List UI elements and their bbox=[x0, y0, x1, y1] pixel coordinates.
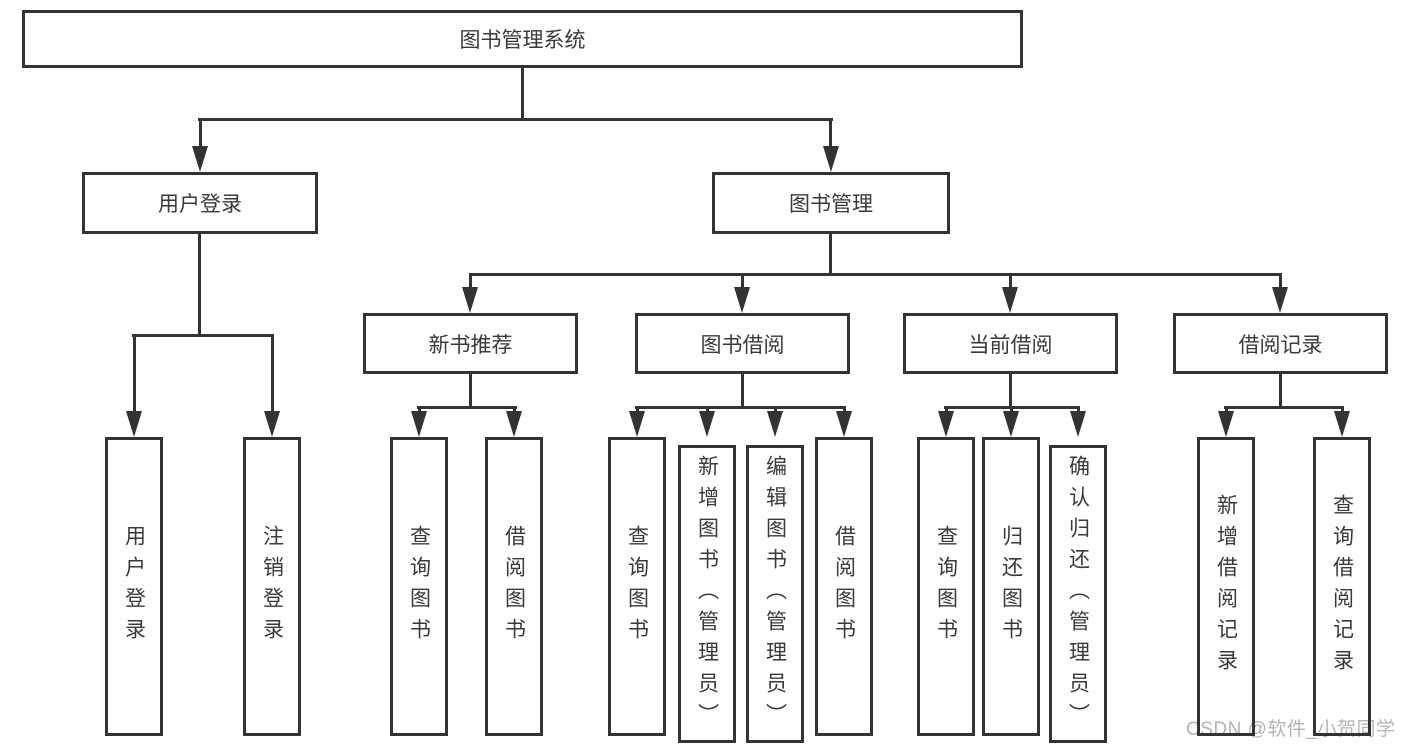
node-book-management: 图书管理 bbox=[712, 172, 950, 234]
node-label: 新书推荐 bbox=[428, 333, 513, 357]
node-label: 图书管理 bbox=[789, 193, 873, 216]
connector-drop bbox=[1077, 406, 1080, 413]
connector-root-rail bbox=[198, 118, 833, 121]
node-label: 图书管理系统 bbox=[459, 29, 586, 52]
leaf-add-books-admin: 新增图书（管理员） bbox=[678, 445, 736, 743]
arrowhead-down bbox=[734, 287, 750, 313]
arrowhead-down bbox=[1272, 287, 1288, 313]
connector-drop bbox=[418, 406, 421, 413]
connector-stem bbox=[1009, 374, 1012, 408]
connector-userlogin-rail bbox=[132, 334, 274, 337]
node-label: 图书借阅 bbox=[700, 333, 785, 357]
arrowhead-down bbox=[938, 411, 954, 437]
leaf-add-borrow-record: 新增借阅记录 bbox=[1197, 437, 1255, 736]
arrowhead-down bbox=[192, 146, 208, 172]
node-book-borrowing: 图书借阅 bbox=[635, 313, 850, 374]
connector-drop bbox=[1010, 406, 1013, 413]
node-label: 借阅记录 bbox=[1238, 333, 1323, 357]
connector-rail bbox=[417, 406, 517, 409]
connector-rail bbox=[635, 406, 846, 409]
node-library-management-system: 图书管理系统 bbox=[22, 10, 1023, 68]
arrowhead-down bbox=[506, 411, 522, 437]
connector-drop bbox=[469, 273, 472, 289]
connector-userlogin-stem bbox=[198, 234, 201, 337]
arrowhead-down bbox=[1070, 411, 1086, 437]
arrowhead-down bbox=[1334, 411, 1350, 437]
connector-drop bbox=[843, 406, 846, 413]
connector-drop bbox=[1341, 406, 1344, 413]
csdn-watermark: CSDN @软件_小贺同学 bbox=[1186, 719, 1396, 740]
node-label: 借阅图书 bbox=[502, 524, 526, 649]
connector-drop bbox=[829, 118, 832, 148]
arrowhead-down bbox=[1218, 411, 1234, 437]
leaf-borrow-books: 借阅图书 bbox=[815, 437, 873, 736]
leaf-query-books-borrowing: 查询图书 bbox=[608, 437, 666, 736]
node-label: 用户登录 bbox=[158, 193, 242, 216]
arrowhead-down bbox=[264, 411, 280, 437]
connector-bookmgmt-stem bbox=[829, 234, 832, 276]
node-borrowing-records: 借阅记录 bbox=[1173, 313, 1388, 374]
node-label: 确认归还（管理员） bbox=[1066, 454, 1090, 734]
connector-drop bbox=[1009, 273, 1012, 289]
leaf-borrow-books-recommend: 借阅图书 bbox=[485, 437, 543, 736]
leaf-return-books: 归还图书 bbox=[982, 437, 1040, 736]
leaf-logout: 注销登录 bbox=[243, 437, 301, 736]
node-label: 当前借阅 bbox=[968, 333, 1053, 357]
arrowhead-down bbox=[767, 411, 783, 437]
connector-drop bbox=[271, 334, 274, 411]
leaf-edit-books-admin: 编辑图书（管理员） bbox=[746, 445, 804, 743]
arrowhead-down bbox=[823, 146, 839, 172]
leaf-query-borrow-record: 查询借阅记录 bbox=[1313, 437, 1371, 736]
arrowhead-down bbox=[411, 411, 427, 437]
node-label: 查询图书 bbox=[407, 524, 431, 649]
arrowhead-down bbox=[1002, 287, 1018, 313]
connector-root-stem bbox=[521, 67, 524, 119]
arrowhead-down bbox=[836, 411, 852, 437]
node-label: 借阅图书 bbox=[832, 524, 856, 649]
node-label: 归还图书 bbox=[999, 524, 1023, 649]
leaf-query-books-current: 查询图书 bbox=[917, 437, 975, 736]
node-current-borrowing: 当前借阅 bbox=[903, 313, 1118, 374]
connector-drop bbox=[1225, 406, 1228, 413]
connector-drop bbox=[1279, 273, 1282, 289]
connector-drop bbox=[133, 334, 136, 411]
connector-stem bbox=[469, 374, 472, 408]
node-label: 查询图书 bbox=[934, 524, 958, 649]
connector-drop bbox=[774, 406, 777, 413]
arrowhead-down bbox=[1003, 411, 1019, 437]
connector-drop bbox=[706, 406, 709, 413]
connector-bookmgmt-rail bbox=[469, 273, 1282, 276]
connector-drop bbox=[199, 118, 202, 148]
arrowhead-down bbox=[699, 411, 715, 437]
arrowhead-down bbox=[629, 411, 645, 437]
node-label: 查询图书 bbox=[625, 524, 649, 649]
connector-drop bbox=[741, 273, 744, 289]
connector-drop bbox=[636, 406, 639, 413]
node-new-book-recommendation: 新书推荐 bbox=[363, 313, 578, 374]
leaf-confirm-return-admin: 确认归还（管理员） bbox=[1049, 445, 1107, 743]
node-label: 新增图书（管理员） bbox=[695, 454, 719, 734]
node-label: 编辑图书（管理员） bbox=[763, 454, 787, 734]
arrowhead-down bbox=[126, 411, 142, 437]
connector-stem bbox=[1279, 374, 1282, 408]
connector-rail bbox=[1224, 406, 1344, 409]
node-label: 新增借阅记录 bbox=[1214, 493, 1238, 680]
node-label: 注销登录 bbox=[260, 524, 284, 649]
node-user-login: 用户登录 bbox=[82, 172, 318, 234]
leaf-user-login: 用户登录 bbox=[105, 437, 163, 736]
connector-drop bbox=[945, 406, 948, 413]
node-label: 用户登录 bbox=[122, 524, 146, 649]
arrowhead-down bbox=[462, 287, 478, 313]
connector-stem bbox=[741, 374, 744, 408]
leaf-query-books-recommend: 查询图书 bbox=[390, 437, 448, 736]
connector-drop bbox=[513, 406, 516, 413]
node-label: 查询借阅记录 bbox=[1330, 493, 1354, 680]
